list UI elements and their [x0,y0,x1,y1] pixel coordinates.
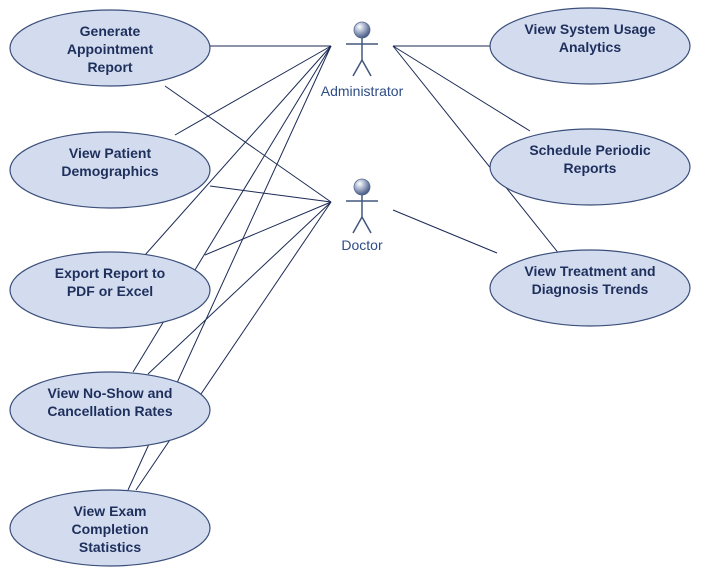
association-admin-noshow[interactable] [132,45,332,373]
association-doctor-export[interactable] [204,201,332,256]
actor-head-icon [353,21,371,39]
use-case-label-line: Export Report to [55,265,165,281]
use-case-label-line: Diagnosis Trends [532,281,649,297]
use-case-label-line: View No-Show and [48,385,173,401]
use-case-label-line: View Exam [74,503,147,519]
use-case-label-line: Generate [80,23,141,39]
association-admin-sched[interactable] [392,45,531,132]
associations-layer [127,45,561,491]
association-doctor-noshow[interactable] [147,201,332,375]
association-doctor-trend[interactable] [392,209,498,254]
use-case-label-line: View Treatment and [524,263,655,279]
use-case-label-line: Demographics [61,163,158,179]
use-case-ellipse[interactable] [489,128,691,206]
actor-leg-icon [352,59,363,77]
actor-head-icon [353,178,371,196]
use-case-ellipse[interactable] [9,9,211,87]
use-case-export[interactable]: Export Report to PDF or Excel [9,251,211,329]
use-case-label-line: View Patient [69,145,152,161]
use-case-label-line: Appointment [67,41,154,57]
use-case-label-line: Statistics [79,539,141,555]
use-case-label-line: Analytics [559,39,621,55]
actor-admin[interactable]: Administrator [321,21,404,99]
actor-leg-icon [352,216,363,234]
association-doctor-gen[interactable] [164,85,332,203]
use-case-ellipse[interactable] [9,371,211,449]
association-doctor-demo[interactable] [209,185,332,203]
actor-doctor[interactable]: Doctor [341,178,383,253]
use-case-label-line: Schedule Periodic [529,142,651,158]
use-case-label-line: Completion [72,521,149,537]
actor-leg-icon [361,59,372,77]
use-case-label-line: Reports [564,160,617,176]
actor-label: Administrator [321,83,404,99]
actor-label: Doctor [341,237,383,253]
association-admin-trend[interactable] [392,45,561,256]
use-case-ellipse[interactable] [489,249,691,327]
use-case-label-line: Cancellation Rates [47,403,172,419]
use-case-ellipse[interactable] [489,7,691,85]
association-doctor-exam[interactable] [135,201,332,491]
use-case-ellipse[interactable] [9,251,211,329]
use-case-ellipse[interactable] [9,489,211,567]
actor-leg-icon [361,216,372,234]
association-admin-export[interactable] [144,45,332,256]
use-case-label-line: Report [87,59,132,75]
association-admin-demo[interactable] [174,45,332,136]
use-case-label-line: View System Usage [524,21,655,37]
use-case-ellipse[interactable] [9,131,211,209]
use-case-label-line: PDF or Excel [67,283,153,299]
